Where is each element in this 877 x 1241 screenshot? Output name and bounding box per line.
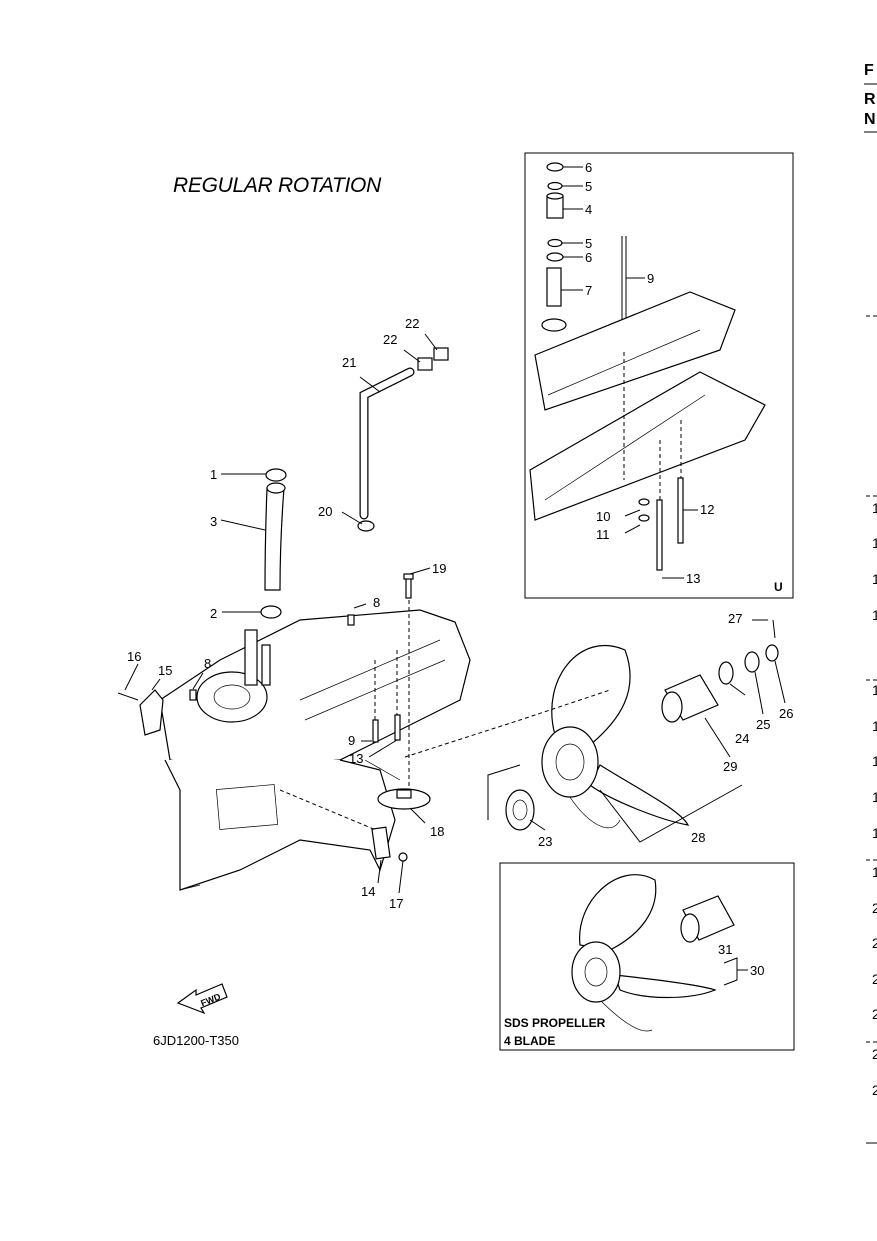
callout-30: 30 — [750, 963, 764, 978]
callout-9-inset: 9 — [647, 271, 654, 286]
callout-4: 4 — [585, 202, 592, 217]
callout-6-bottom: 6 — [585, 250, 592, 265]
callout-9-main: 9 — [348, 733, 355, 748]
edge-number: 1 — [872, 500, 877, 516]
inset-bottom: 31 30 SDS PROPELLER 4 BLADE — [499, 862, 795, 1051]
edge-number: 1 — [872, 753, 877, 769]
callout-26: 26 — [779, 706, 793, 721]
edge-number: 1 — [872, 535, 877, 551]
callout-11: 11 — [596, 527, 610, 542]
callout-18: 18 — [430, 824, 444, 839]
callout-17: 17 — [389, 896, 403, 911]
callout-27: 27 — [728, 611, 742, 626]
callout-8-right: 8 — [373, 595, 380, 610]
callout-8-left: 8 — [204, 656, 211, 671]
callout-5-bottom: 5 — [585, 236, 592, 251]
callout-22-right: 22 — [405, 316, 419, 331]
callout-1: 1 — [210, 467, 217, 482]
callout-22-left: 22 — [383, 332, 397, 347]
edge-header-f: F — [864, 62, 874, 79]
callout-12: 12 — [700, 502, 714, 517]
callout-25: 25 — [756, 717, 770, 732]
lower-case-housing — [159, 609, 471, 891]
callout-31: 31 — [718, 942, 732, 957]
edge-number: 2 — [872, 935, 877, 951]
callout-3: 3 — [210, 514, 217, 529]
callout-7: 7 — [585, 283, 592, 298]
edge-number: 1 — [872, 825, 877, 841]
right-edge-table: F R N 1 1 1 1 1 1 1 1 1 1 2 2 2 2 2 2 — [864, 62, 877, 1144]
edge-header-n: N — [864, 111, 876, 128]
water-tube — [260, 468, 287, 619]
edge-number: 1 — [872, 789, 877, 805]
callout-13-inset: 13 — [686, 571, 700, 586]
edge-number: 1 — [872, 682, 877, 698]
inset-top-mark: U — [774, 580, 783, 594]
propeller-main — [404, 619, 779, 843]
callout-19: 19 — [432, 561, 446, 576]
callout-2: 2 — [210, 606, 217, 621]
inset-bushing-stack — [541, 162, 567, 332]
callout-29: 29 — [723, 759, 737, 774]
inset-top: U 6 5 4 5 6 7 9 10 11 12 13 — [524, 152, 794, 599]
edge-number: 2 — [872, 1006, 877, 1022]
edge-number: 1 — [872, 571, 877, 587]
callout-16: 16 — [127, 649, 141, 664]
fwd-arrow: FWD — [176, 983, 228, 1015]
edge-number: 1 — [872, 718, 877, 734]
edge-number: 2 — [872, 900, 877, 916]
edge-number: 2 — [872, 1046, 877, 1062]
edge-number: 1 — [872, 864, 877, 880]
edge-number: 2 — [872, 971, 877, 987]
main-callouts: 1 2 3 8 8 9 13 14 15 16 17 18 19 20 21 2… — [124, 316, 793, 911]
callout-14: 14 — [361, 884, 375, 899]
callout-21: 21 — [342, 355, 356, 370]
callout-13-main: 13 — [349, 751, 363, 766]
callout-5-top: 5 — [585, 179, 592, 194]
callout-23: 23 — [538, 834, 552, 849]
callout-24: 24 — [735, 731, 749, 746]
diagram-title: REGULAR ROTATION — [173, 174, 382, 197]
sds-blade-label: 4 BLADE — [504, 1034, 555, 1048]
edge-number: 2 — [872, 1082, 877, 1098]
callout-6-top: 6 — [585, 160, 592, 175]
sds-propeller-label: SDS PROPELLER — [504, 1016, 606, 1030]
callout-28: 28 — [691, 830, 705, 845]
callout-10: 10 — [596, 509, 610, 524]
edge-header-r: R — [864, 91, 876, 108]
callout-15: 15 — [158, 663, 172, 678]
drawing-code: 6JD1200-T350 — [153, 1033, 239, 1048]
callout-20: 20 — [318, 504, 332, 519]
edge-number: 1 — [872, 607, 877, 623]
